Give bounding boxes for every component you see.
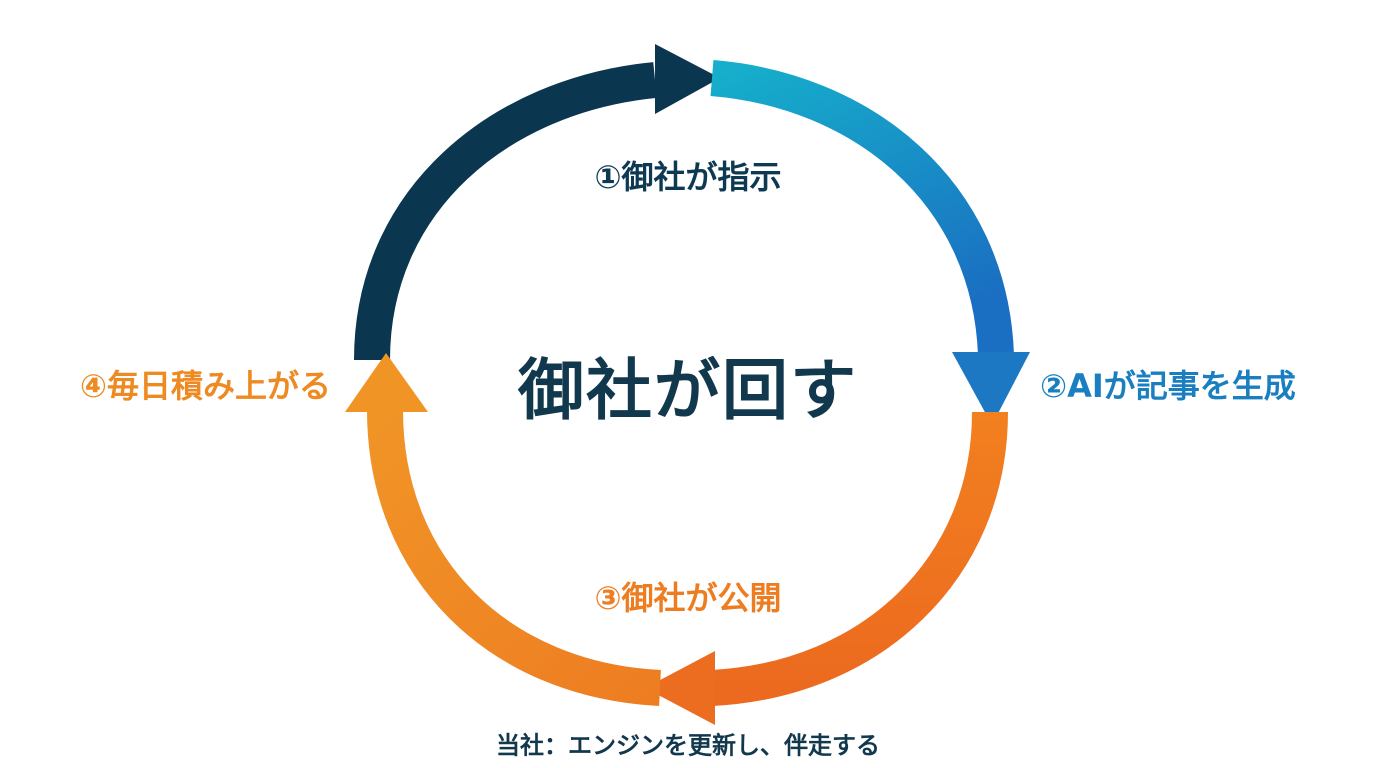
step-3-label: ③御社が公開 [594,579,782,617]
arrow-navy-instruct [354,44,720,361]
step-1-label: ①御社が指示 [594,158,782,196]
center-title: 御社が回す [518,352,858,429]
step-4-label: ④毎日積み上がる [79,367,331,405]
arrow-blue-generate [710,60,1030,425]
arrow-orange-accumulate [345,353,661,706]
arrow-orange-publish [645,411,1008,725]
step-2-label: ②AIが記事を生成 [1040,367,1296,405]
footer-note: 当社：エンジンを更新し、伴走する [496,731,880,760]
